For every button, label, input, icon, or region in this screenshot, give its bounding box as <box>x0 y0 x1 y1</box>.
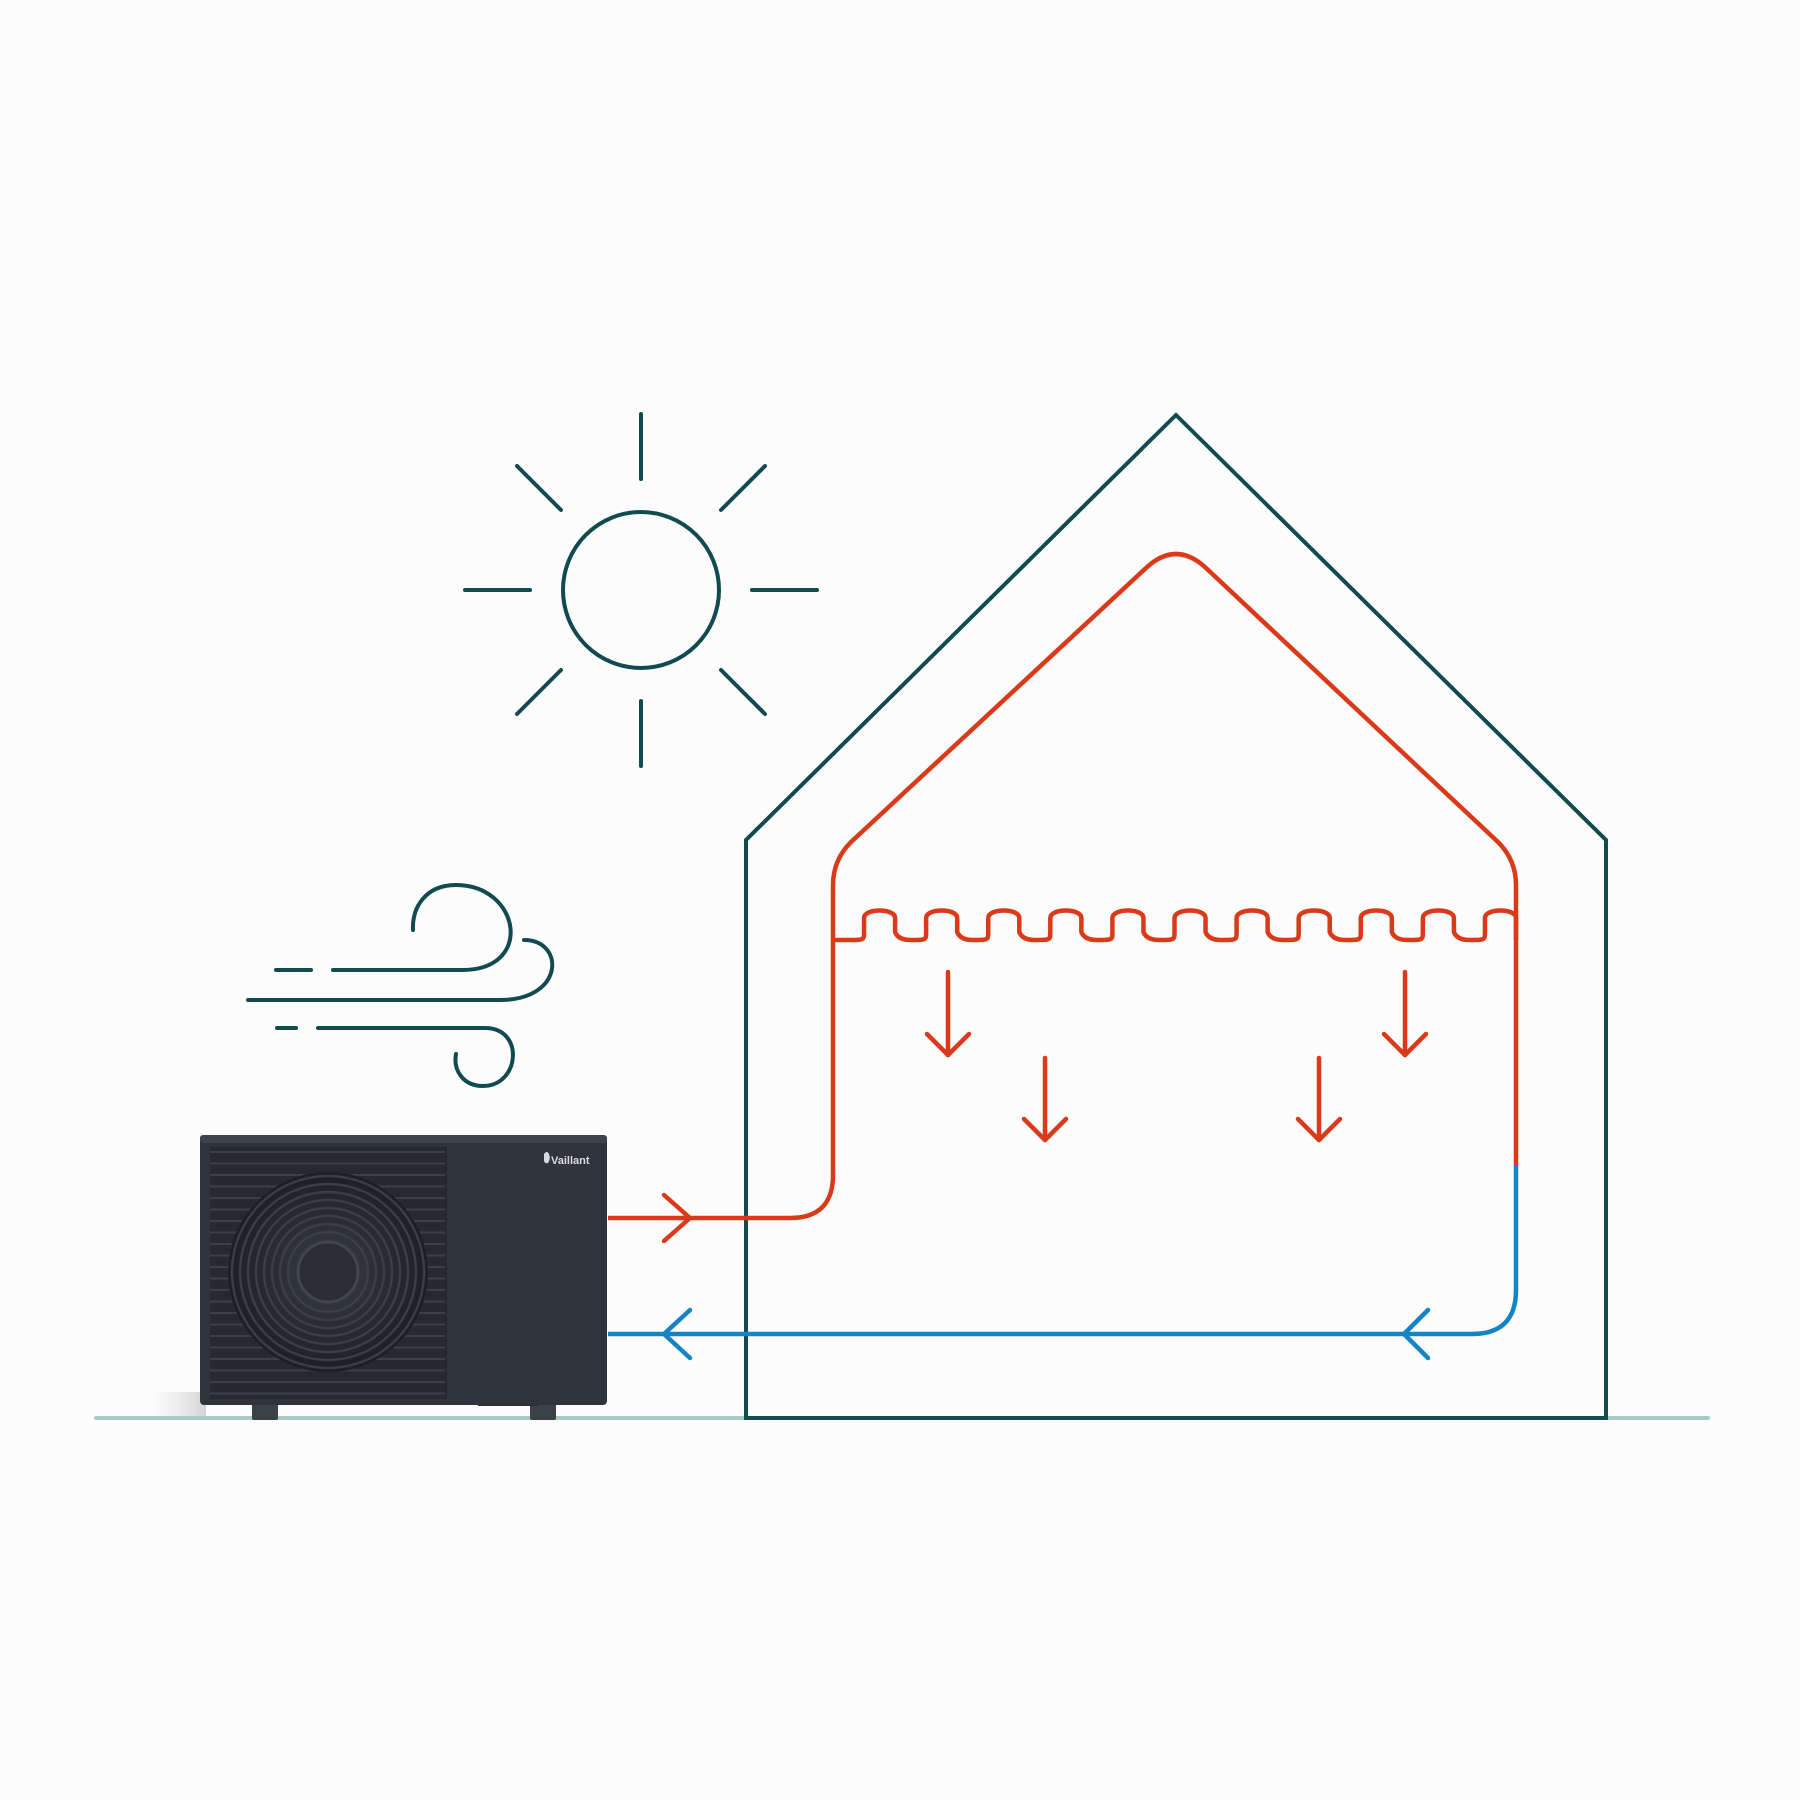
fan-ring <box>262 1206 394 1338</box>
vaillant-hare-logo <box>544 1152 550 1164</box>
brand-name: Vaillant <box>551 1155 590 1167</box>
flow-pipe-hot <box>608 551 1519 1221</box>
arrow-right-icon <box>661 1192 693 1244</box>
heat-arrows <box>924 969 1429 1143</box>
fan-ring <box>286 1230 370 1314</box>
fan-ring <box>238 1182 418 1362</box>
radiator-meander <box>833 908 1519 943</box>
arrow-down-icon <box>1381 969 1429 1058</box>
sun-icon <box>463 412 819 768</box>
arrow-left-icon <box>661 1307 693 1361</box>
arrow-left-icon <box>1401 1307 1431 1361</box>
fan-ring <box>230 1174 426 1370</box>
heat-pump-unit: Vaillant <box>150 1135 607 1420</box>
arrow-down-icon <box>924 969 972 1058</box>
fan-ring <box>246 1190 410 1354</box>
wind-icon <box>246 882 555 1089</box>
fan-ring <box>254 1198 402 1346</box>
fan-ring <box>278 1222 378 1322</box>
fan-ring <box>270 1214 386 1330</box>
arrow-down-icon <box>1021 1055 1069 1143</box>
return-pipe-cold <box>608 1165 1519 1337</box>
arrow-down-icon <box>1295 1055 1343 1143</box>
house-outline <box>744 412 1608 1420</box>
